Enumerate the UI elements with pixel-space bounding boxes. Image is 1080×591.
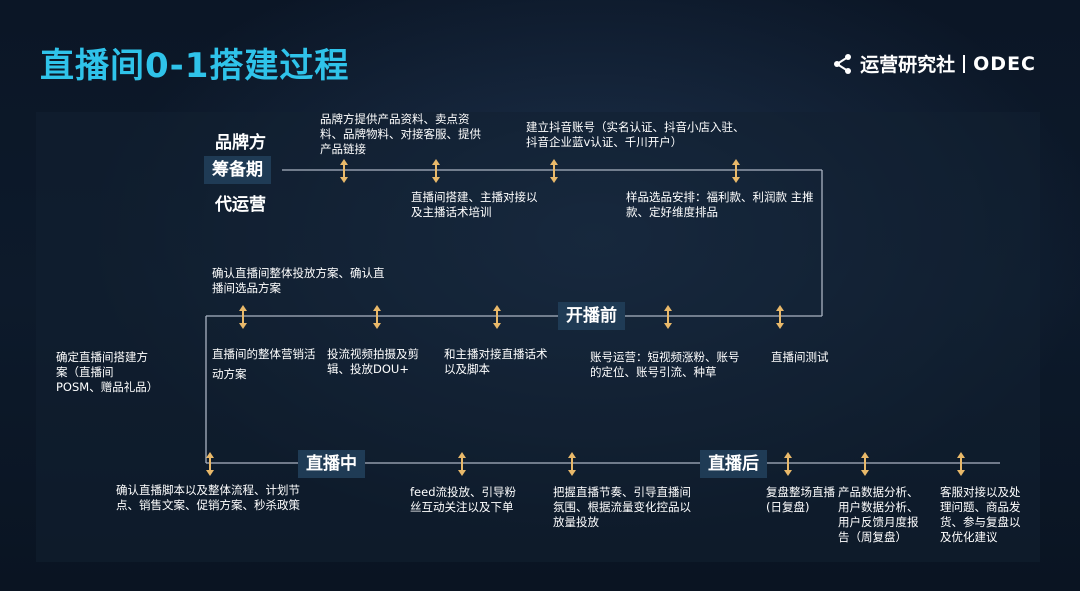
phase-post: 直播后 (700, 450, 767, 478)
double-arrow-icon (568, 452, 576, 476)
double-arrow-icon (206, 452, 214, 476)
double-arrow-icon (239, 305, 247, 329)
step-script-confirm: 确认直播脚本以及整体流程、计划节点、销售文案、促销方案、秒杀政策 (116, 483, 300, 512)
step-review: 复盘整场直播(日复盘) (766, 485, 835, 514)
share-icon (834, 53, 852, 74)
role-operator: 代运营 (215, 195, 266, 215)
double-arrow-icon (340, 159, 348, 183)
logo-name: 运营研究社 (860, 54, 956, 76)
step-studio-test: 直播间测试 (771, 350, 829, 364)
step-account-setup: 建立抖音账号（实名认证、抖音小店入驻、抖音企业蓝v认证、千川开户） (526, 120, 745, 149)
double-arrow-icon (957, 452, 965, 476)
double-arrow-icon (664, 305, 672, 329)
double-arrow-icon (550, 159, 558, 183)
step-marketing: 直播间的整体营销活动方案 (212, 347, 316, 381)
step-script: 和主播对接直播话术以及脚本 (444, 347, 548, 376)
double-arrow-icon (493, 305, 501, 329)
step-feed: feed流投放、引导粉丝互动关注以及下单 (410, 485, 516, 514)
logo-divider (963, 54, 966, 73)
double-arrow-icon (458, 452, 466, 476)
double-arrow-icon (776, 305, 784, 329)
double-arrow-icon (861, 452, 869, 476)
role-brand: 品牌方 (215, 133, 266, 153)
double-arrow-icon (732, 159, 740, 183)
phase-prep: 筹备期 (204, 156, 271, 184)
step-video: 投流视频拍摄及剪辑、投放DOU+ (327, 347, 419, 376)
double-arrow-icon (432, 159, 440, 183)
step-service: 客服对接以及处理问题、商品发货、参与复盘以及优化建议 (940, 485, 1021, 544)
note-studio-plan: 确定直播间搭建方案（直播间POSM、赠品礼品） (56, 350, 159, 394)
page-title: 直播间0-1搭建过程 (40, 46, 350, 86)
step-product-selection: 样品选品安排：福利款、利润款 主推款、定好维度排品 (626, 190, 814, 219)
step-studio-build: 直播间搭建、主播对接以及主播话术培训 (411, 190, 538, 219)
step-brand-materials: 品牌方提供产品资料、卖点资料、品牌物料、对接客服、提供产品链接 (320, 112, 481, 156)
step-rhythm: 把握直播节奏、引导直播间氛围、根据流量变化控品以放量投放 (553, 485, 691, 529)
step-analysis: 产品数据分析、用户数据分析、用户反馈月度报告（周复盘） (838, 485, 919, 544)
step-account-ops: 账号运营：短视频涨粉、账号的定位、账号引流、种草 (590, 350, 740, 379)
content-panel (36, 112, 1040, 562)
phase-live: 直播中 (298, 450, 365, 478)
double-arrow-icon (373, 305, 381, 329)
phase-prelaunch: 开播前 (558, 302, 625, 330)
double-arrow-icon (784, 452, 792, 476)
step-confirm-plan: 确认直播间整体投放方案、确认直播间选品方案 (212, 266, 385, 295)
logo-brand: ODEC (973, 52, 1036, 75)
brand-logo: 运营研究社 ODEC (832, 50, 1036, 77)
